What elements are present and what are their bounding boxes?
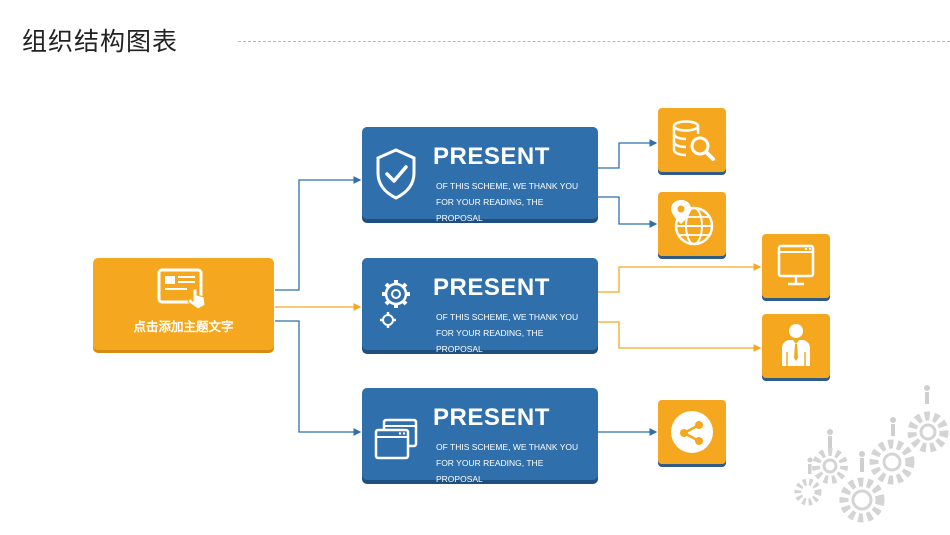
share-icon: [671, 411, 713, 453]
presentation-touch-icon: [157, 268, 206, 310]
connector-card2-tile4: [598, 321, 762, 352]
businessman-icon: [782, 324, 810, 366]
tile-businessman[interactable]: [762, 314, 830, 378]
card-heading: PRESENT: [433, 274, 550, 301]
connector-card1-tile1: [598, 139, 658, 169]
card-settings[interactable]: PRESENT OF THIS SCHEME, WE THANK YOU FOR…: [362, 258, 598, 354]
card-text: OF THIS SCHEME, WE THANK YOU FOR YOUR RE…: [436, 312, 579, 354]
windows-icon: [374, 418, 418, 460]
page-title: 组织结构图表: [22, 27, 179, 56]
shield-check-icon: [376, 148, 416, 200]
root-label: 点击添加主题文字: [133, 319, 234, 334]
root-node[interactable]: 点击添加主题文字: [93, 258, 274, 350]
connector-card2-tile3: [598, 263, 762, 293]
card-windows[interactable]: PRESENT OF THIS SCHEME, WE THANK YOU FOR…: [362, 388, 598, 484]
tile-database-search[interactable]: [658, 108, 726, 172]
connector-card1-tile2: [598, 196, 658, 228]
title-divider: [238, 41, 950, 42]
card-heading: PRESENT: [433, 143, 550, 170]
tile-monitor[interactable]: [762, 234, 830, 298]
tile-share[interactable]: [658, 400, 726, 464]
connector-root-card3: [275, 320, 362, 436]
gears-icon: [380, 280, 410, 328]
database-search-icon: [672, 120, 715, 161]
gears-decoration: [794, 385, 949, 523]
card-security[interactable]: PRESENT OF THIS SCHEME, WE THANK YOU FOR…: [362, 127, 598, 223]
globe-location-icon: [671, 200, 714, 246]
card-heading: PRESENT: [433, 404, 550, 431]
connector-root-card1: [275, 176, 362, 291]
card-text: OF THIS SCHEME, WE THANK YOU FOR YOUR RE…: [436, 181, 579, 223]
tile-globe-location[interactable]: [658, 192, 726, 256]
monitor-icon: [777, 244, 815, 286]
card-text: OF THIS SCHEME, WE THANK YOU FOR YOUR RE…: [436, 442, 579, 484]
